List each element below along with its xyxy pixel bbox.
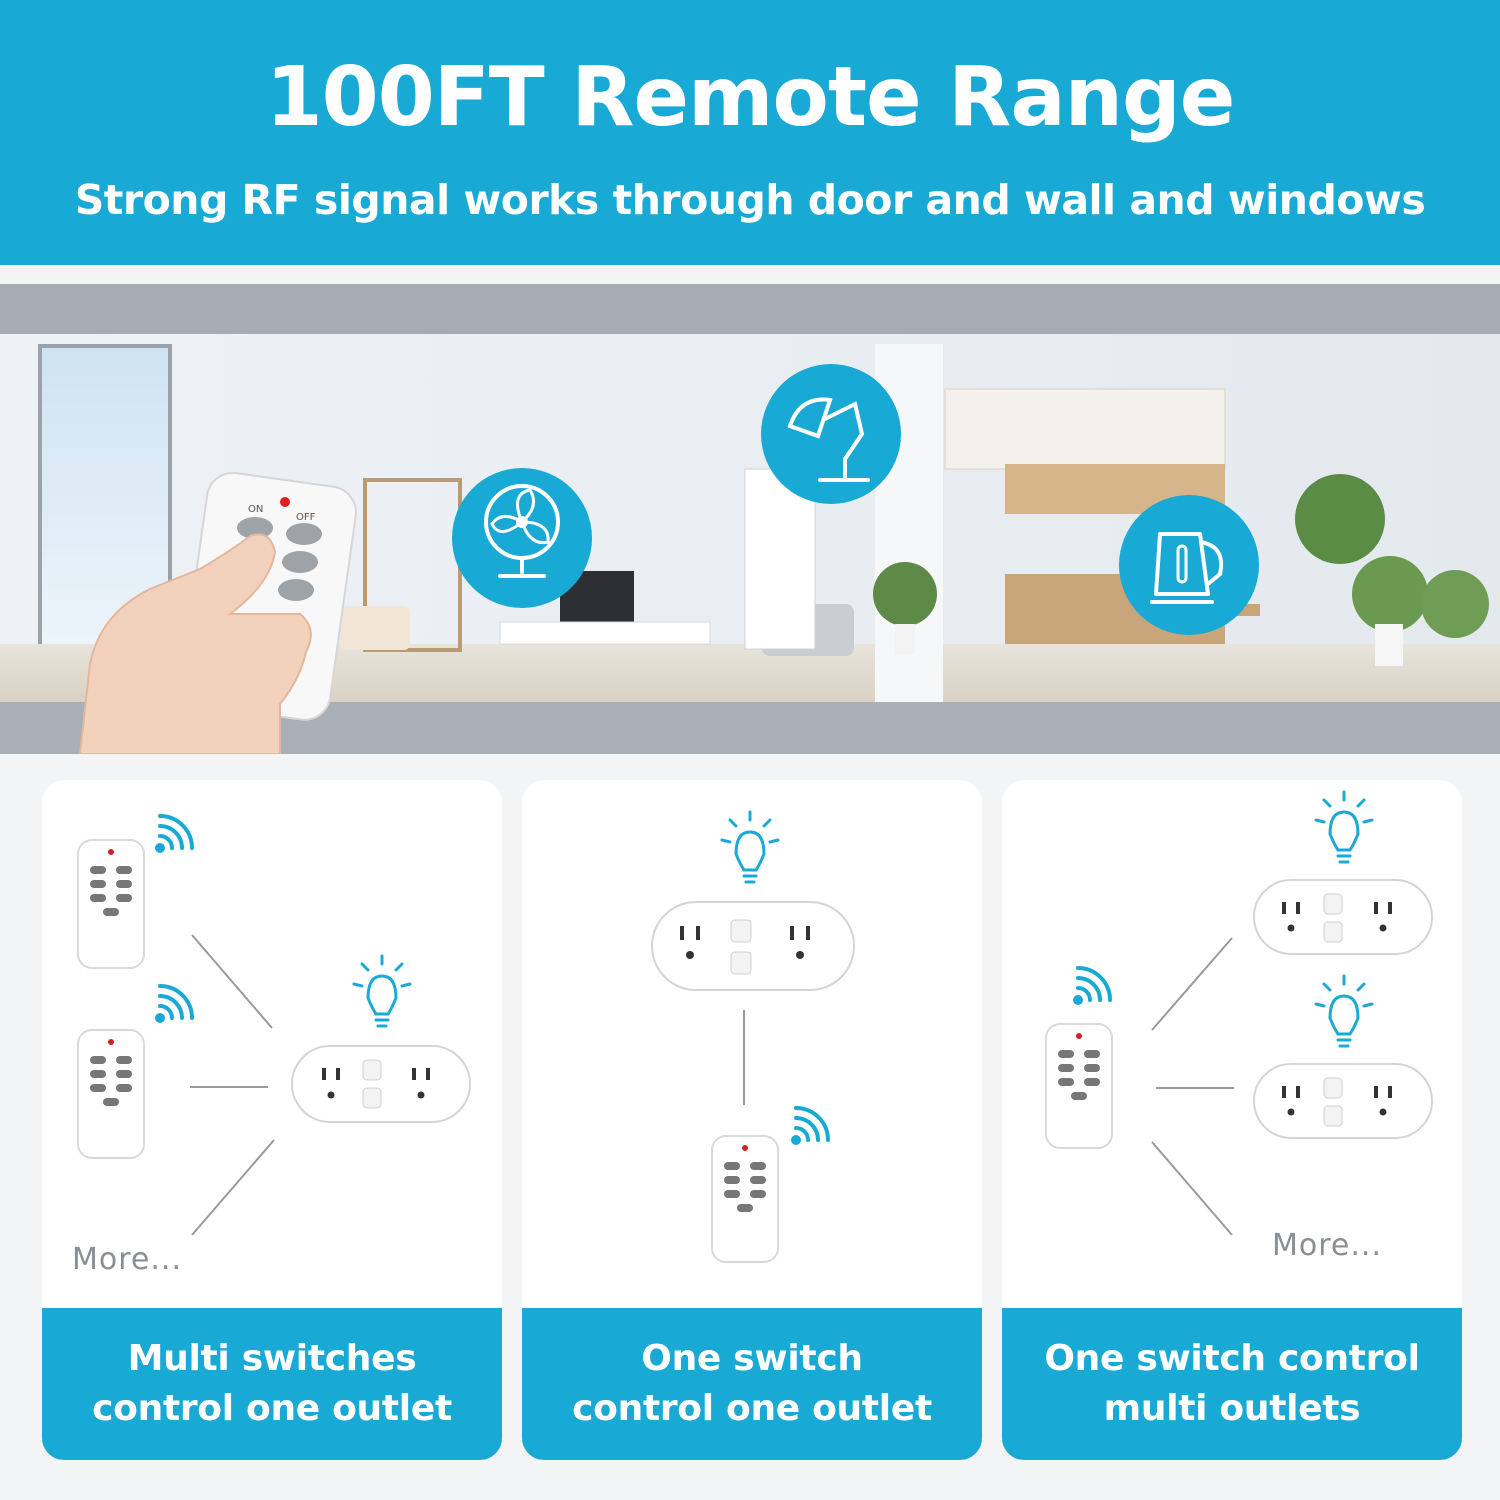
kitchen-cabinets (944, 388, 1226, 470)
smart-outlet (291, 1045, 471, 1123)
caption-line: multi outlets (1103, 1388, 1361, 1429)
card-one-switch-multi-outlets: More... One switch control multi outlets (1002, 780, 1462, 1460)
tv-console (499, 621, 711, 645)
card-1-illustration (77, 814, 471, 1236)
plant (1352, 556, 1428, 632)
remote-led (280, 497, 290, 507)
smart-outlet (1253, 879, 1433, 955)
card-caption: One switch control one outlet (522, 1308, 982, 1460)
wireless-signal-icon (1073, 966, 1112, 1005)
ceiling-slab (0, 284, 1500, 334)
wireless-signal-icon (155, 814, 194, 853)
light-bulb-icon (720, 810, 780, 884)
caption-line: control one outlet (572, 1388, 932, 1429)
card-caption: One switch control multi outlets (1002, 1308, 1462, 1460)
more-label: More... (1272, 1228, 1382, 1263)
smart-outlet (1253, 1063, 1433, 1139)
caption-line: One switch control (1044, 1338, 1420, 1379)
doorway (744, 468, 816, 650)
plant (1295, 474, 1385, 564)
kettle-icon (1119, 495, 1259, 635)
fan-icon (452, 468, 592, 608)
wireless-signal-icon (155, 984, 194, 1023)
remote-off-label: OFF (296, 512, 316, 523)
smart-outlet (651, 901, 855, 991)
remote-control (1045, 1023, 1113, 1149)
card-caption: Multi switches control one outlet (42, 1308, 502, 1460)
hand (78, 533, 312, 754)
light-bulb-icon (1314, 790, 1374, 864)
remote-control (77, 1029, 145, 1159)
card-3-illustration (1045, 790, 1433, 1236)
remote-on-label: ON (248, 504, 263, 515)
light-bulb-icon (352, 954, 412, 1028)
house-scene-illustration: ON OFF (0, 284, 1500, 754)
plant (1421, 570, 1489, 638)
remote-control (77, 839, 145, 969)
page-title: 100FT Remote Range (265, 50, 1236, 145)
caption-line: control one outlet (92, 1388, 452, 1429)
card-2-illustration (651, 810, 855, 1263)
caption-line: Multi switches (127, 1338, 417, 1379)
remote-control (711, 1135, 779, 1263)
caption-line: One switch (641, 1338, 863, 1379)
more-label: More... (72, 1242, 182, 1277)
sofa (340, 606, 410, 650)
wireless-signal-icon (791, 1106, 830, 1145)
card-multi-switches: More... Multi switches control one outle… (42, 780, 502, 1460)
page-subtitle: Strong RF signal works through door and … (74, 176, 1426, 224)
header-banner: 100FT Remote Range Strong RF signal work… (0, 0, 1500, 265)
card-one-switch-one-outlet: One switch control one outlet (522, 780, 982, 1460)
desk-lamp-icon (761, 364, 901, 504)
light-bulb-icon (1314, 974, 1374, 1048)
plant (873, 562, 937, 626)
hand-holding-remote: ON OFF (78, 471, 357, 754)
